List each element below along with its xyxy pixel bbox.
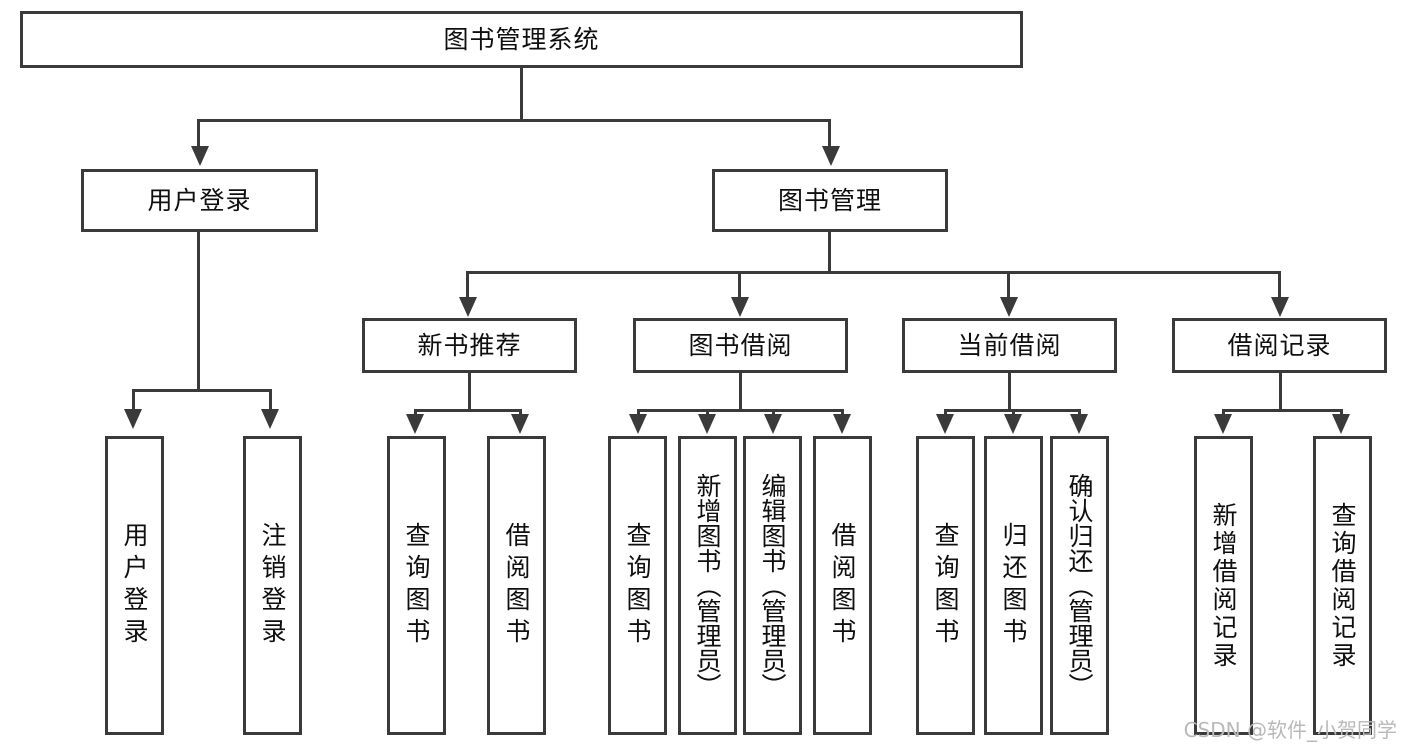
connector-book-borrow-drop-2 bbox=[706, 409, 709, 417]
connector-root-bus bbox=[197, 119, 831, 122]
connector-book-management-stem bbox=[828, 232, 831, 271]
connector-borrow-record-drop-2 bbox=[1340, 409, 1343, 417]
connector-current-borrow-stem bbox=[1008, 373, 1011, 409]
connector-book-borrow-bus bbox=[637, 409, 843, 412]
connector-current-borrow-drop-1 bbox=[944, 409, 947, 417]
connector-root-stem bbox=[520, 68, 523, 119]
arrow-new-book-leaf-1 bbox=[406, 414, 424, 434]
node-leaf-borrow-book-2[interactable]: 借阅图书 bbox=[813, 436, 872, 735]
node-label: 当前借阅 bbox=[957, 331, 1062, 360]
arrow-book-borrow-leaf-1 bbox=[629, 414, 647, 434]
connector-user-login-drop-2 bbox=[269, 389, 272, 411]
arrow-borrow-record-leaf-2 bbox=[1332, 414, 1350, 434]
arrow-book-borrow-leaf-3 bbox=[764, 414, 782, 434]
node-leaf-query-book-2[interactable]: 查询图书 bbox=[608, 436, 667, 735]
connector-root-to-book-management bbox=[828, 119, 831, 148]
node-leaf-logout-login[interactable]: 注销登录 bbox=[243, 436, 302, 735]
connector-level3-bus bbox=[466, 271, 1278, 274]
connector-new-book-drop-1 bbox=[414, 409, 417, 417]
connector-borrow-record-drop-1 bbox=[1222, 409, 1225, 417]
node-label: 借阅图书 bbox=[502, 521, 531, 650]
node-label: 借阅记录 bbox=[1227, 331, 1332, 360]
connector-root-to-user-login bbox=[197, 119, 200, 148]
arrow-current-borrow-leaf-2 bbox=[1004, 414, 1022, 434]
arrow-current-borrow-leaf-1 bbox=[936, 414, 954, 434]
node-label: 用户登录 bbox=[147, 186, 252, 215]
arrow-book-borrow-leaf-2 bbox=[698, 414, 716, 434]
connector-to-new-book-recommend bbox=[466, 271, 469, 299]
connector-book-borrow-stem bbox=[739, 373, 742, 409]
connector-new-book-drop-2 bbox=[519, 409, 522, 417]
arrow-to-new-book-recommend bbox=[459, 297, 477, 317]
connector-user-login-bus bbox=[132, 389, 270, 392]
node-label: 查询图书 bbox=[623, 521, 652, 650]
node-user-login[interactable]: 用户登录 bbox=[81, 169, 318, 232]
node-new-book-recommend[interactable]: 新书推荐 bbox=[362, 318, 577, 373]
node-leaf-query-book-3[interactable]: 查询图书 bbox=[916, 436, 975, 735]
node-label: 编辑图书（管理员） bbox=[758, 473, 787, 698]
node-label: 新增图书（管理员） bbox=[693, 473, 722, 698]
node-label: 归还图书 bbox=[999, 521, 1028, 650]
node-leaf-confirm-return[interactable]: 确认归还（管理员） bbox=[1050, 436, 1109, 735]
node-label: 确认归还（管理员） bbox=[1065, 473, 1094, 698]
node-label: 用户登录 bbox=[120, 521, 149, 650]
arrow-borrow-record-leaf-1 bbox=[1214, 414, 1232, 434]
connector-current-borrow-bus bbox=[944, 409, 1079, 412]
arrow-user-login-leaf-1 bbox=[124, 409, 142, 429]
csdn-watermark: CSDN @软件_小贺同学 bbox=[1183, 718, 1397, 742]
connector-new-book-bus bbox=[414, 409, 522, 412]
node-label: 图书管理系统 bbox=[443, 25, 600, 54]
connector-user-login-stem bbox=[197, 232, 200, 389]
arrow-root-to-book-management bbox=[822, 146, 840, 166]
connector-current-borrow-drop-2 bbox=[1012, 409, 1015, 417]
node-current-borrow[interactable]: 当前借阅 bbox=[902, 318, 1117, 373]
node-label: 查询借阅记录 bbox=[1328, 501, 1357, 670]
connector-to-book-borrow bbox=[738, 271, 741, 299]
node-leaf-query-record[interactable]: 查询借阅记录 bbox=[1313, 436, 1372, 735]
connector-new-book-stem bbox=[468, 373, 471, 409]
arrow-current-borrow-leaf-3 bbox=[1070, 414, 1088, 434]
connector-book-borrow-drop-1 bbox=[637, 409, 640, 417]
node-leaf-user-login[interactable]: 用户登录 bbox=[105, 436, 164, 735]
node-leaf-add-book[interactable]: 新增图书（管理员） bbox=[678, 436, 737, 735]
arrow-new-book-leaf-2 bbox=[511, 414, 529, 434]
connector-to-borrow-record bbox=[1278, 271, 1281, 299]
arrow-root-to-user-login bbox=[191, 146, 209, 166]
node-label: 查询图书 bbox=[402, 521, 431, 650]
node-label: 图书借阅 bbox=[688, 331, 793, 360]
node-label: 图书管理 bbox=[777, 186, 882, 215]
arrow-user-login-leaf-2 bbox=[261, 409, 279, 429]
connector-to-current-borrow bbox=[1007, 271, 1010, 299]
node-label: 新书推荐 bbox=[417, 331, 522, 360]
connector-borrow-record-stem bbox=[1279, 373, 1282, 409]
node-root-book-management-system[interactable]: 图书管理系统 bbox=[20, 11, 1023, 68]
connector-user-login-drop-1 bbox=[132, 389, 135, 411]
node-label: 新增借阅记录 bbox=[1209, 501, 1238, 670]
node-leaf-return-book[interactable]: 归还图书 bbox=[984, 436, 1043, 735]
node-leaf-query-book-1[interactable]: 查询图书 bbox=[387, 436, 446, 735]
node-label: 借阅图书 bbox=[828, 521, 857, 650]
connector-borrow-record-bus bbox=[1222, 409, 1343, 412]
arrow-to-book-borrow bbox=[731, 297, 749, 317]
node-borrow-record[interactable]: 借阅记录 bbox=[1172, 318, 1387, 373]
connector-book-borrow-drop-3 bbox=[772, 409, 775, 417]
connector-book-borrow-drop-4 bbox=[841, 409, 844, 417]
node-label: 注销登录 bbox=[258, 521, 287, 650]
arrow-to-current-borrow bbox=[1000, 297, 1018, 317]
node-leaf-borrow-book-1[interactable]: 借阅图书 bbox=[487, 436, 546, 735]
node-leaf-add-record[interactable]: 新增借阅记录 bbox=[1194, 436, 1253, 735]
node-label: 查询图书 bbox=[931, 521, 960, 650]
arrow-book-borrow-leaf-4 bbox=[833, 414, 851, 434]
node-leaf-edit-book[interactable]: 编辑图书（管理员） bbox=[743, 436, 802, 735]
node-book-management[interactable]: 图书管理 bbox=[712, 169, 948, 232]
arrow-to-borrow-record bbox=[1271, 297, 1289, 317]
connector-current-borrow-drop-3 bbox=[1078, 409, 1081, 417]
node-book-borrow[interactable]: 图书借阅 bbox=[633, 318, 848, 373]
